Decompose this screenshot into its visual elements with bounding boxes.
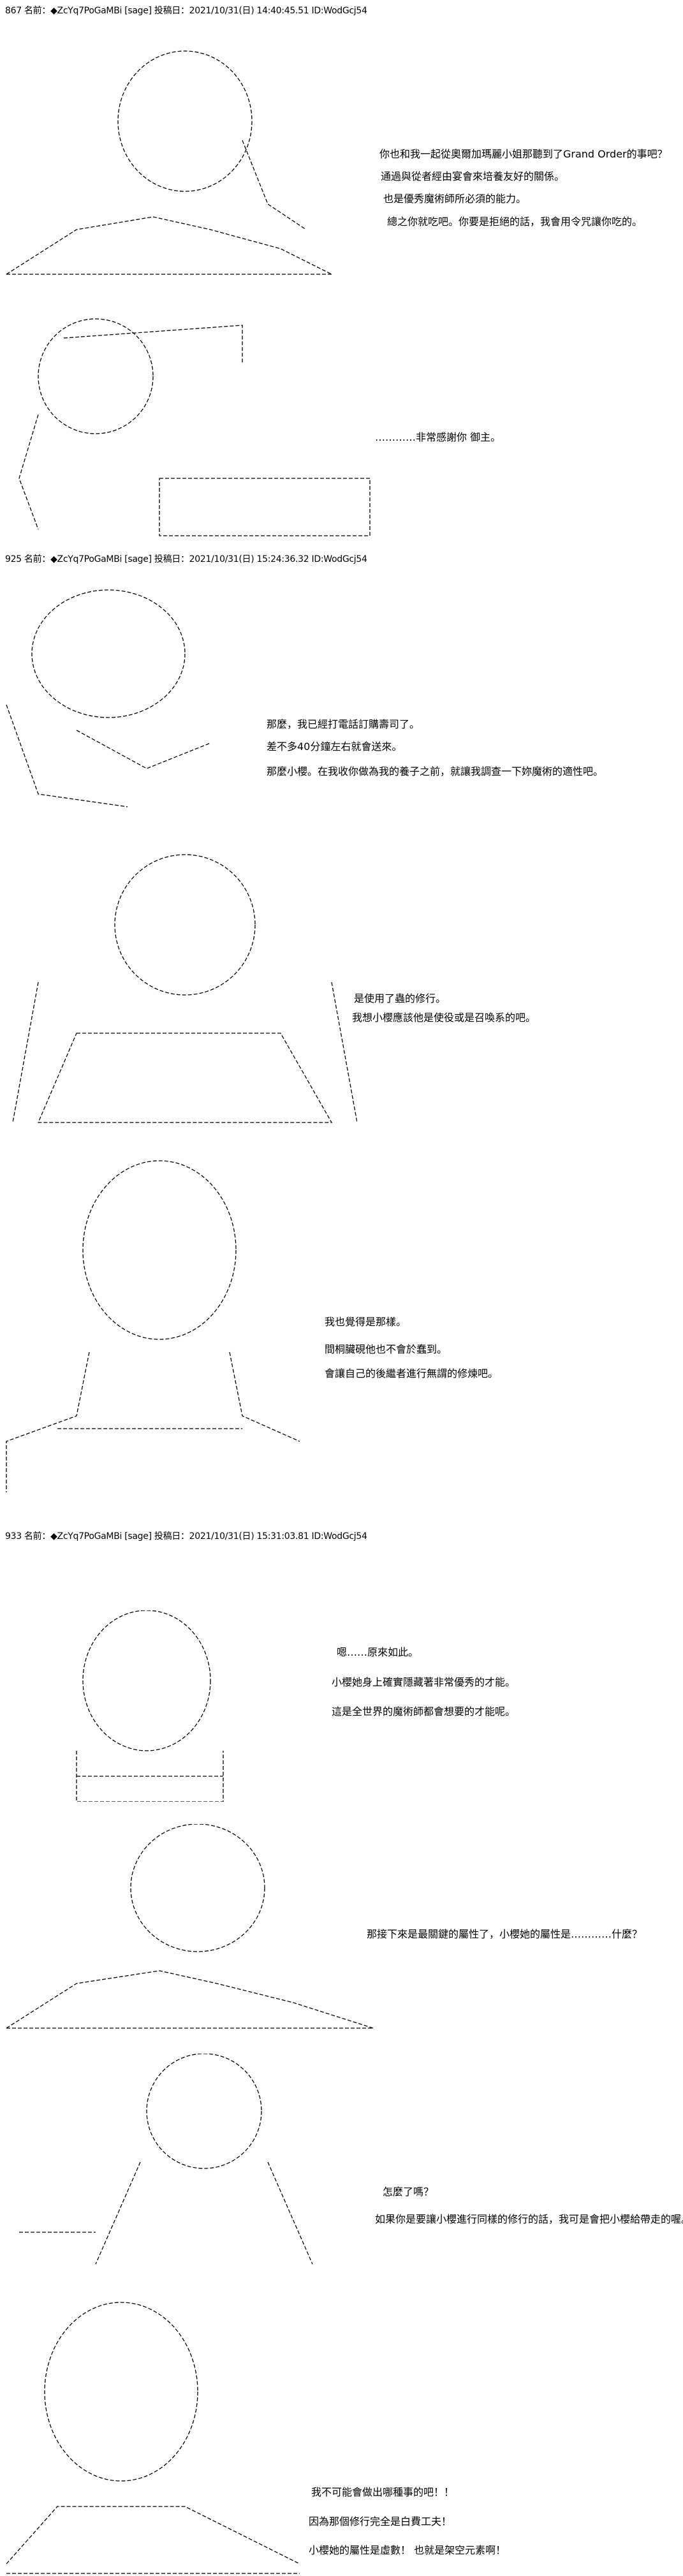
dialogue-line: 那麼，我已經打電話訂購壽司了。 xyxy=(267,718,420,730)
dialogue-line: 那麼小櫻。在我收你做為我的養子之前，就讓我調查一下妳魔術的適性吧。 xyxy=(267,765,604,777)
post-header-867: 867 名前：◆ZcYq7PoGaMBi [sage] 投稿日：2021/10/… xyxy=(5,6,367,16)
dialogue-line: 嗯……原來如此。 xyxy=(337,1646,419,1658)
dialogue-line: 差不多40分鐘左右就會送來。 xyxy=(267,740,402,753)
dialogue-line: 怎麼了嗎？ xyxy=(383,2186,434,2198)
dialogue-line: 如果你是要讓小櫻進行同樣的修行的話，我可是會把小櫻給帶走的喔。 xyxy=(375,2213,683,2225)
dialogue-line: 你也和我一起從奧爾加瑪麗小姐那聽到了Grand Order的事吧？ xyxy=(379,148,668,160)
dialogue-line: 這是全世界的魔術師都會想要的才能呢。 xyxy=(332,1705,516,1718)
dialogue-line: 我不可能會做出哪種事的吧！！ xyxy=(311,2486,455,2498)
ascii-art-character-bowing xyxy=(0,842,357,1135)
ascii-art-servant-portrait xyxy=(0,1148,306,1505)
ascii-art-man-eating-again xyxy=(0,1824,376,2035)
ascii-art-man-eating xyxy=(0,38,344,281)
dialogue-line: 會讓自己的後繼者進行無謂的修煉吧。 xyxy=(325,1367,499,1380)
ascii-art-man-shouting xyxy=(0,2296,306,2576)
post-header-933: 933 名前：◆ZcYq7PoGaMBi [sage] 投稿日：2021/10/… xyxy=(5,1531,367,1542)
dialogue-line: 通過與從者經由宴會來培養友好的關係。 xyxy=(381,170,565,182)
dialogue-line: 是使用了蟲的修行。 xyxy=(354,992,446,1005)
dialogue-line: 因為那個修行完全是白費工夫！ xyxy=(309,2515,452,2528)
dialogue-line: …………非常感謝你 御主。 xyxy=(375,431,501,443)
post-header-925: 925 名前：◆ZcYq7PoGaMBi [sage] 投稿日：2021/10/… xyxy=(5,554,367,564)
dialogue-line: 也是優秀魔術師所必須的能力。 xyxy=(383,193,527,205)
dialogue-line: 我想小櫻應該他是使役或是召喚系的吧。 xyxy=(352,1012,536,1024)
ascii-art-servant-standing xyxy=(13,2054,332,2271)
ascii-art-man-pointing xyxy=(0,577,255,813)
ascii-art-man-thinking xyxy=(38,1610,255,1802)
dialogue-line: 那接下來是最關鍵的屬性了，小櫻她的屬性是…………什麼？ xyxy=(367,1928,643,1940)
dialogue-line: 小櫻她的屬性是虛數！ 也就是架空元素啊！ xyxy=(309,2544,506,2556)
dialogue-line: 小櫻她身上確實隱藏著非常優秀的才能。 xyxy=(332,1676,516,1688)
dialogue-line: 我也覺得是那樣。 xyxy=(325,1316,407,1328)
dialogue-line: 總之你就吃吧。你要是拒絕的話，我會用令咒讓你吃的。 xyxy=(387,216,643,228)
ascii-art-servant-sitting xyxy=(0,313,376,542)
dialogue-line: 間桐臟硯他也不會於蠢到。 xyxy=(325,1343,448,1355)
